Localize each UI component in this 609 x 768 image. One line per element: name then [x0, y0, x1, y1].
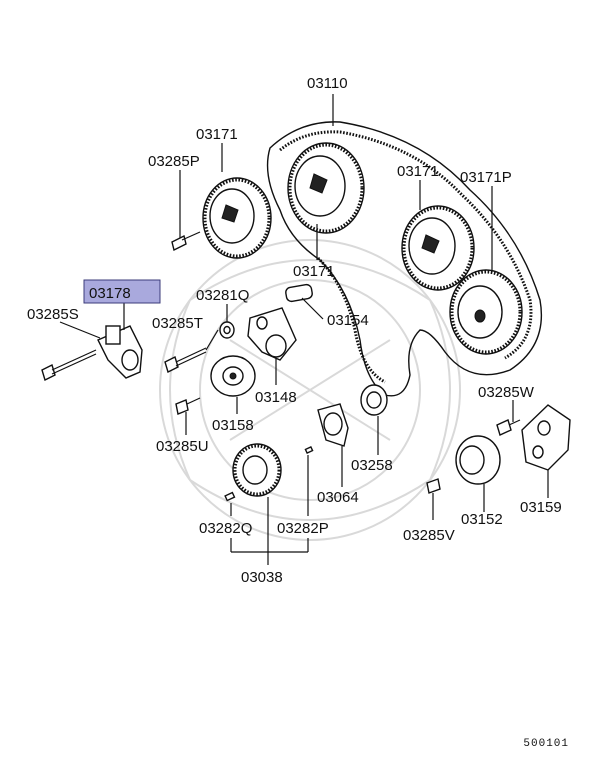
label-03171-left[interactable]: 03171 — [196, 126, 238, 143]
label-03158[interactable]: 03158 — [212, 417, 254, 434]
spacer-03258 — [360, 384, 388, 416]
label-03152[interactable]: 03152 — [461, 511, 503, 528]
camshaft-sprocket-top — [287, 142, 365, 234]
bolt-03285U — [175, 397, 201, 415]
label-03038[interactable]: 03038 — [241, 569, 283, 586]
leader-lines — [59, 94, 549, 565]
label-03154[interactable]: 03154 — [327, 312, 369, 329]
bracket-03159 — [521, 404, 571, 471]
key-03282Q — [224, 491, 236, 502]
label-03148[interactable]: 03148 — [255, 389, 297, 406]
washer-03281Q — [219, 321, 235, 339]
label-03281Q[interactable]: 03281Q — [196, 287, 249, 304]
label-03178[interactable]: 03178 — [89, 285, 131, 302]
key-03282P — [304, 445, 314, 455]
label-03171-center[interactable]: 03171 — [293, 263, 335, 280]
pin-03154 — [285, 283, 313, 303]
tensioner-pulley-03158 — [210, 355, 256, 397]
label-03258[interactable]: 03258 — [351, 457, 393, 474]
auto-tensioner-03178 — [97, 325, 143, 379]
diagram-code: 500101 — [523, 738, 569, 750]
bolt-03285W — [496, 419, 521, 436]
camshaft-sprocket-left — [202, 177, 272, 259]
label-03285T[interactable]: 03285T — [152, 315, 203, 332]
flange-03064 — [317, 403, 349, 447]
watermark-emblem — [159, 239, 461, 541]
label-03282P[interactable]: 03282P — [277, 520, 329, 537]
label-03110[interactable]: 03110 — [307, 75, 348, 92]
label-03171P[interactable]: 03171P — [460, 169, 512, 186]
label-03285V[interactable]: 03285V — [403, 527, 455, 544]
timing-belt — [266, 121, 543, 397]
bolt-03285P — [171, 231, 201, 252]
camshaft-sprocket-right — [401, 205, 475, 291]
label-03171-right[interactable]: 03171 — [397, 163, 439, 180]
bolt-03285V — [426, 478, 441, 494]
label-03285S[interactable]: 03285S — [27, 306, 79, 323]
bolt-03285S — [41, 349, 97, 381]
label-03064[interactable]: 03064 — [317, 489, 359, 506]
label-03282Q[interactable]: 03282Q — [199, 520, 252, 537]
idler-pulley-03152 — [455, 435, 501, 485]
part-highlight-03178 — [83, 279, 161, 304]
camshaft-sprocket-lower-right — [449, 269, 523, 355]
label-03159[interactable]: 03159 — [520, 499, 562, 516]
label-03285U[interactable]: 03285U — [156, 438, 209, 455]
label-03285W[interactable]: 03285W — [478, 384, 535, 401]
bolt-03285T — [164, 347, 207, 373]
label-03285P[interactable]: 03285P — [148, 153, 200, 170]
crankshaft-sprocket-03038 — [232, 443, 282, 497]
tensioner-arm-03148 — [247, 307, 297, 361]
